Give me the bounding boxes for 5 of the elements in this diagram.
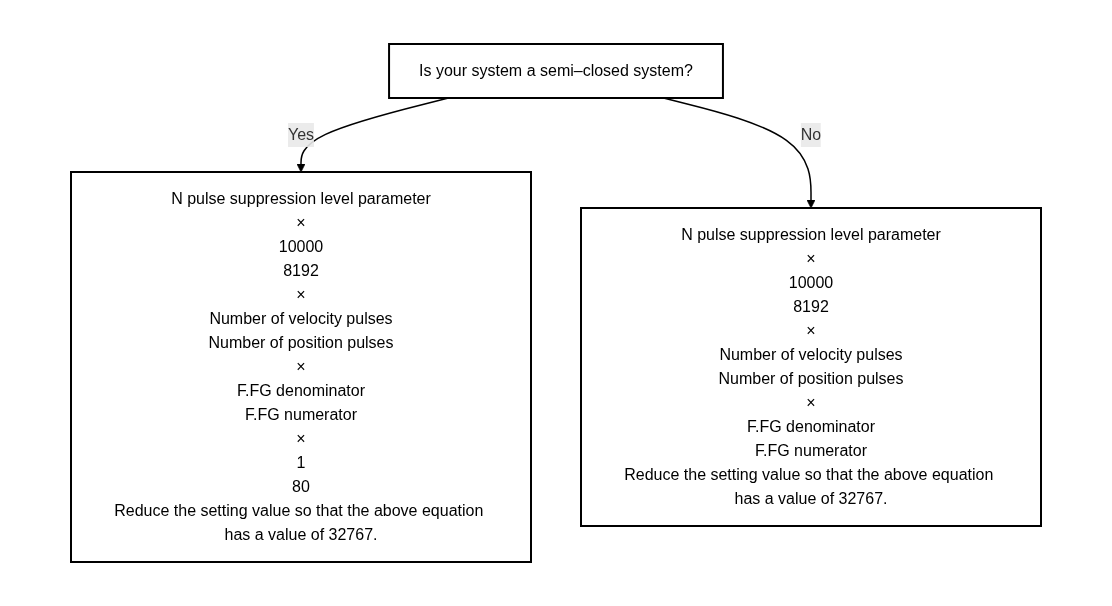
node-box: N pulse suppression level parameter × 10000 8192 × Number of velocity pulses Number of position pulses × F.FG denominator F.FG numerator × 1 80 Reduce the setting value so that the above equation has a value of 32767. xyxy=(70,171,532,563)
edge-label: No xyxy=(800,126,822,143)
node-box: Is your system a semi–closed system? xyxy=(388,43,724,99)
edge-label: Yes xyxy=(287,126,315,143)
node-box: N pulse suppression level parameter × 10000 8192 × Number of velocity pulses Number of position pulses × F.FG denominator F.FG numerator Reduce the setting value so that the above equation has a value of 32767. xyxy=(580,207,1042,527)
